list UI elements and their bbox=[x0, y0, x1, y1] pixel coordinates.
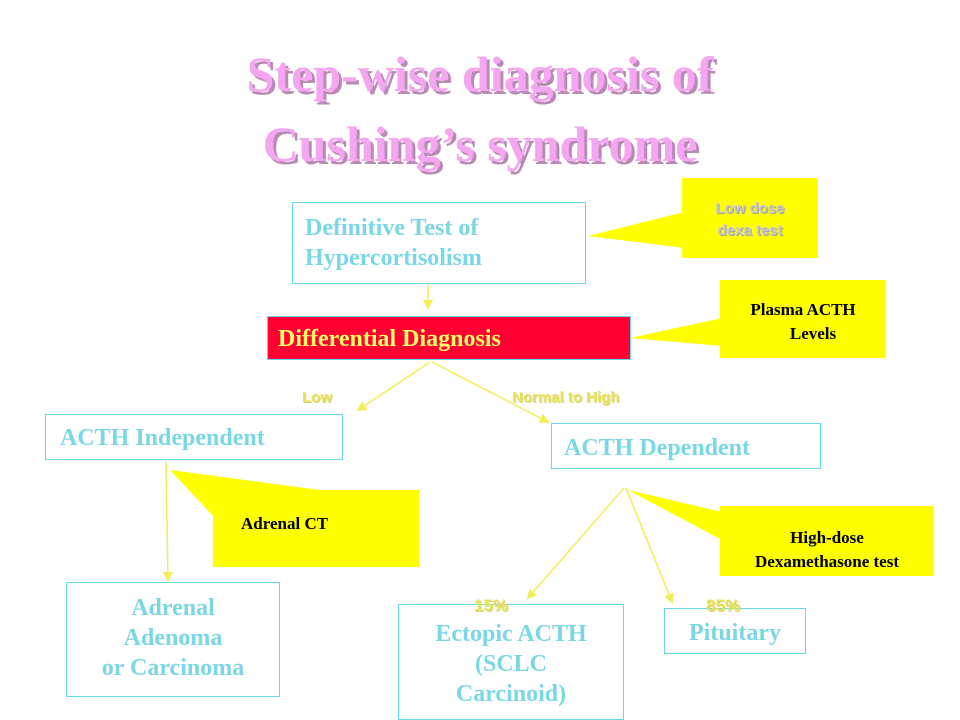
callout-high-dose-line-1: High-dose bbox=[790, 528, 864, 547]
node-differential-label: Differential Diagnosis bbox=[278, 326, 501, 352]
arrow-differential-to-dependent bbox=[431, 361, 550, 423]
callout-adrenal-ct: Adrenal CT bbox=[213, 490, 419, 567]
node-acth-dependent: ACTH Dependent bbox=[551, 423, 821, 469]
node-pituitary-label: Pituitary bbox=[689, 620, 781, 646]
edge-label-15-percent: 15% bbox=[474, 596, 509, 615]
node-ectopic-line-2: (SCLC bbox=[474, 651, 547, 677]
node-dependent-label: ACTH Dependent bbox=[564, 435, 751, 461]
node-differential-diagnosis: Differential Diagnosis bbox=[267, 316, 631, 360]
callout-pointer-high-dose bbox=[628, 490, 722, 540]
callout-adrenal-ct-label: Adrenal CT bbox=[241, 514, 329, 533]
title-line-1: Step-wise diagnosis of bbox=[246, 46, 714, 102]
callout-plasma-line-2: Levels bbox=[789, 324, 837, 343]
node-definitive-line-1: Definitive Test of bbox=[305, 215, 479, 241]
node-definitive-line-2: Hypercortisolism bbox=[305, 245, 482, 271]
node-adrenal-line-3: or Carcinoma bbox=[101, 655, 245, 681]
node-ectopic-line-1: Ectopic ACTH bbox=[435, 621, 587, 647]
node-adrenal-adenoma: Adrenal Adenoma or Carcinoma bbox=[66, 582, 280, 697]
node-ectopic-acth: Ectopic ACTH (SCLC Carcinoid) bbox=[398, 604, 624, 720]
callout-plasma-acth: Plasma ACTH Levels bbox=[720, 280, 886, 358]
node-adrenal-line-1: Adrenal bbox=[131, 595, 215, 621]
node-adrenal-line-2: Adenoma bbox=[123, 625, 223, 651]
callout-plasma-line-1: Plasma ACTH bbox=[750, 300, 856, 319]
callout-low-dose-line-2: dexa test bbox=[717, 222, 783, 239]
node-definitive-test: Definitive Test of Hypercortisolism bbox=[292, 202, 586, 284]
arrow-differential-to-independent bbox=[356, 361, 431, 412]
arrow-dependent-to-pituitary bbox=[625, 487, 674, 604]
callout-high-dose-line-2: Dexamethasone test bbox=[755, 552, 899, 571]
node-ectopic-line-3: Carcinoid) bbox=[455, 681, 567, 707]
callout-low-dose: Low dose dexa test bbox=[682, 178, 818, 258]
callout-pointer-plasma bbox=[630, 318, 722, 346]
node-independent-label: ACTH Independent bbox=[60, 425, 265, 451]
title-line-2: Cushing’s syndrome bbox=[262, 116, 698, 172]
edge-label-85-percent: 85% bbox=[706, 596, 741, 615]
edge-label-normal-high: Normal to High bbox=[512, 389, 620, 406]
arrow-independent-to-adrenal bbox=[162, 461, 173, 582]
node-pituitary: Pituitary bbox=[664, 608, 806, 654]
callout-high-dose: High-dose Dexamethasone test bbox=[720, 506, 934, 576]
callout-pointer-low-dose bbox=[588, 212, 684, 248]
arrow-dependent-to-ectopic bbox=[526, 487, 625, 600]
edge-label-low: Low bbox=[302, 389, 332, 406]
node-acth-independent: ACTH Independent bbox=[45, 414, 343, 460]
callout-low-dose-line-1: Low dose bbox=[715, 200, 785, 217]
